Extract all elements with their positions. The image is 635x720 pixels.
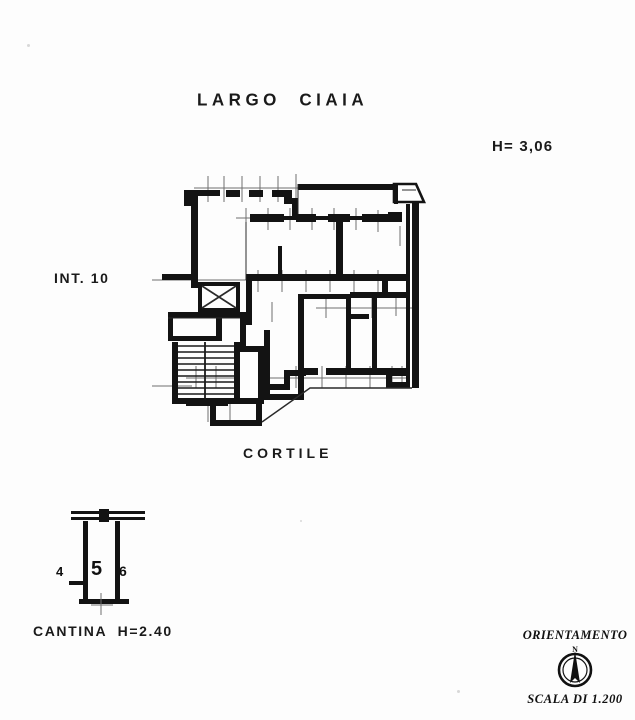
cellar-caption-label: CANTINA H=2.40 xyxy=(33,623,173,639)
cellar-number-left: 4 xyxy=(56,564,64,579)
scan-speck xyxy=(27,44,30,47)
orientation-block: ORIENTAMENTO N SCALA DI 1.200 xyxy=(519,628,631,707)
construction-lines xyxy=(168,184,416,319)
orientation-title: ORIENTAMENTO xyxy=(522,628,628,642)
courtyard-label: CORTILE xyxy=(243,445,333,461)
stair-treads xyxy=(178,342,234,400)
apartment-floor-plan xyxy=(152,174,427,426)
scale-text: SCALA DI 1.200 xyxy=(527,692,623,706)
cellar-number-main: 5 xyxy=(91,558,103,580)
scan-speck xyxy=(457,690,460,693)
ceiling-height-label: H= 3,06 xyxy=(492,138,554,155)
cellar-wall-structure xyxy=(69,509,145,604)
unit-number-label: INT. 10 xyxy=(54,270,110,286)
scan-speck xyxy=(300,520,302,522)
cellar-number-right: 6 xyxy=(119,563,127,579)
compass-rose-icon: N xyxy=(557,645,593,688)
elevator-shaft-cross xyxy=(201,285,237,309)
wall-structure xyxy=(162,182,427,426)
courtyard-boundary-line xyxy=(261,387,412,423)
cellar-plan xyxy=(69,509,145,615)
compass-north-letter: N xyxy=(572,645,578,654)
cellar-dimension-ticks xyxy=(91,593,113,615)
street-title-label: LARGO CIAIA xyxy=(197,89,369,110)
